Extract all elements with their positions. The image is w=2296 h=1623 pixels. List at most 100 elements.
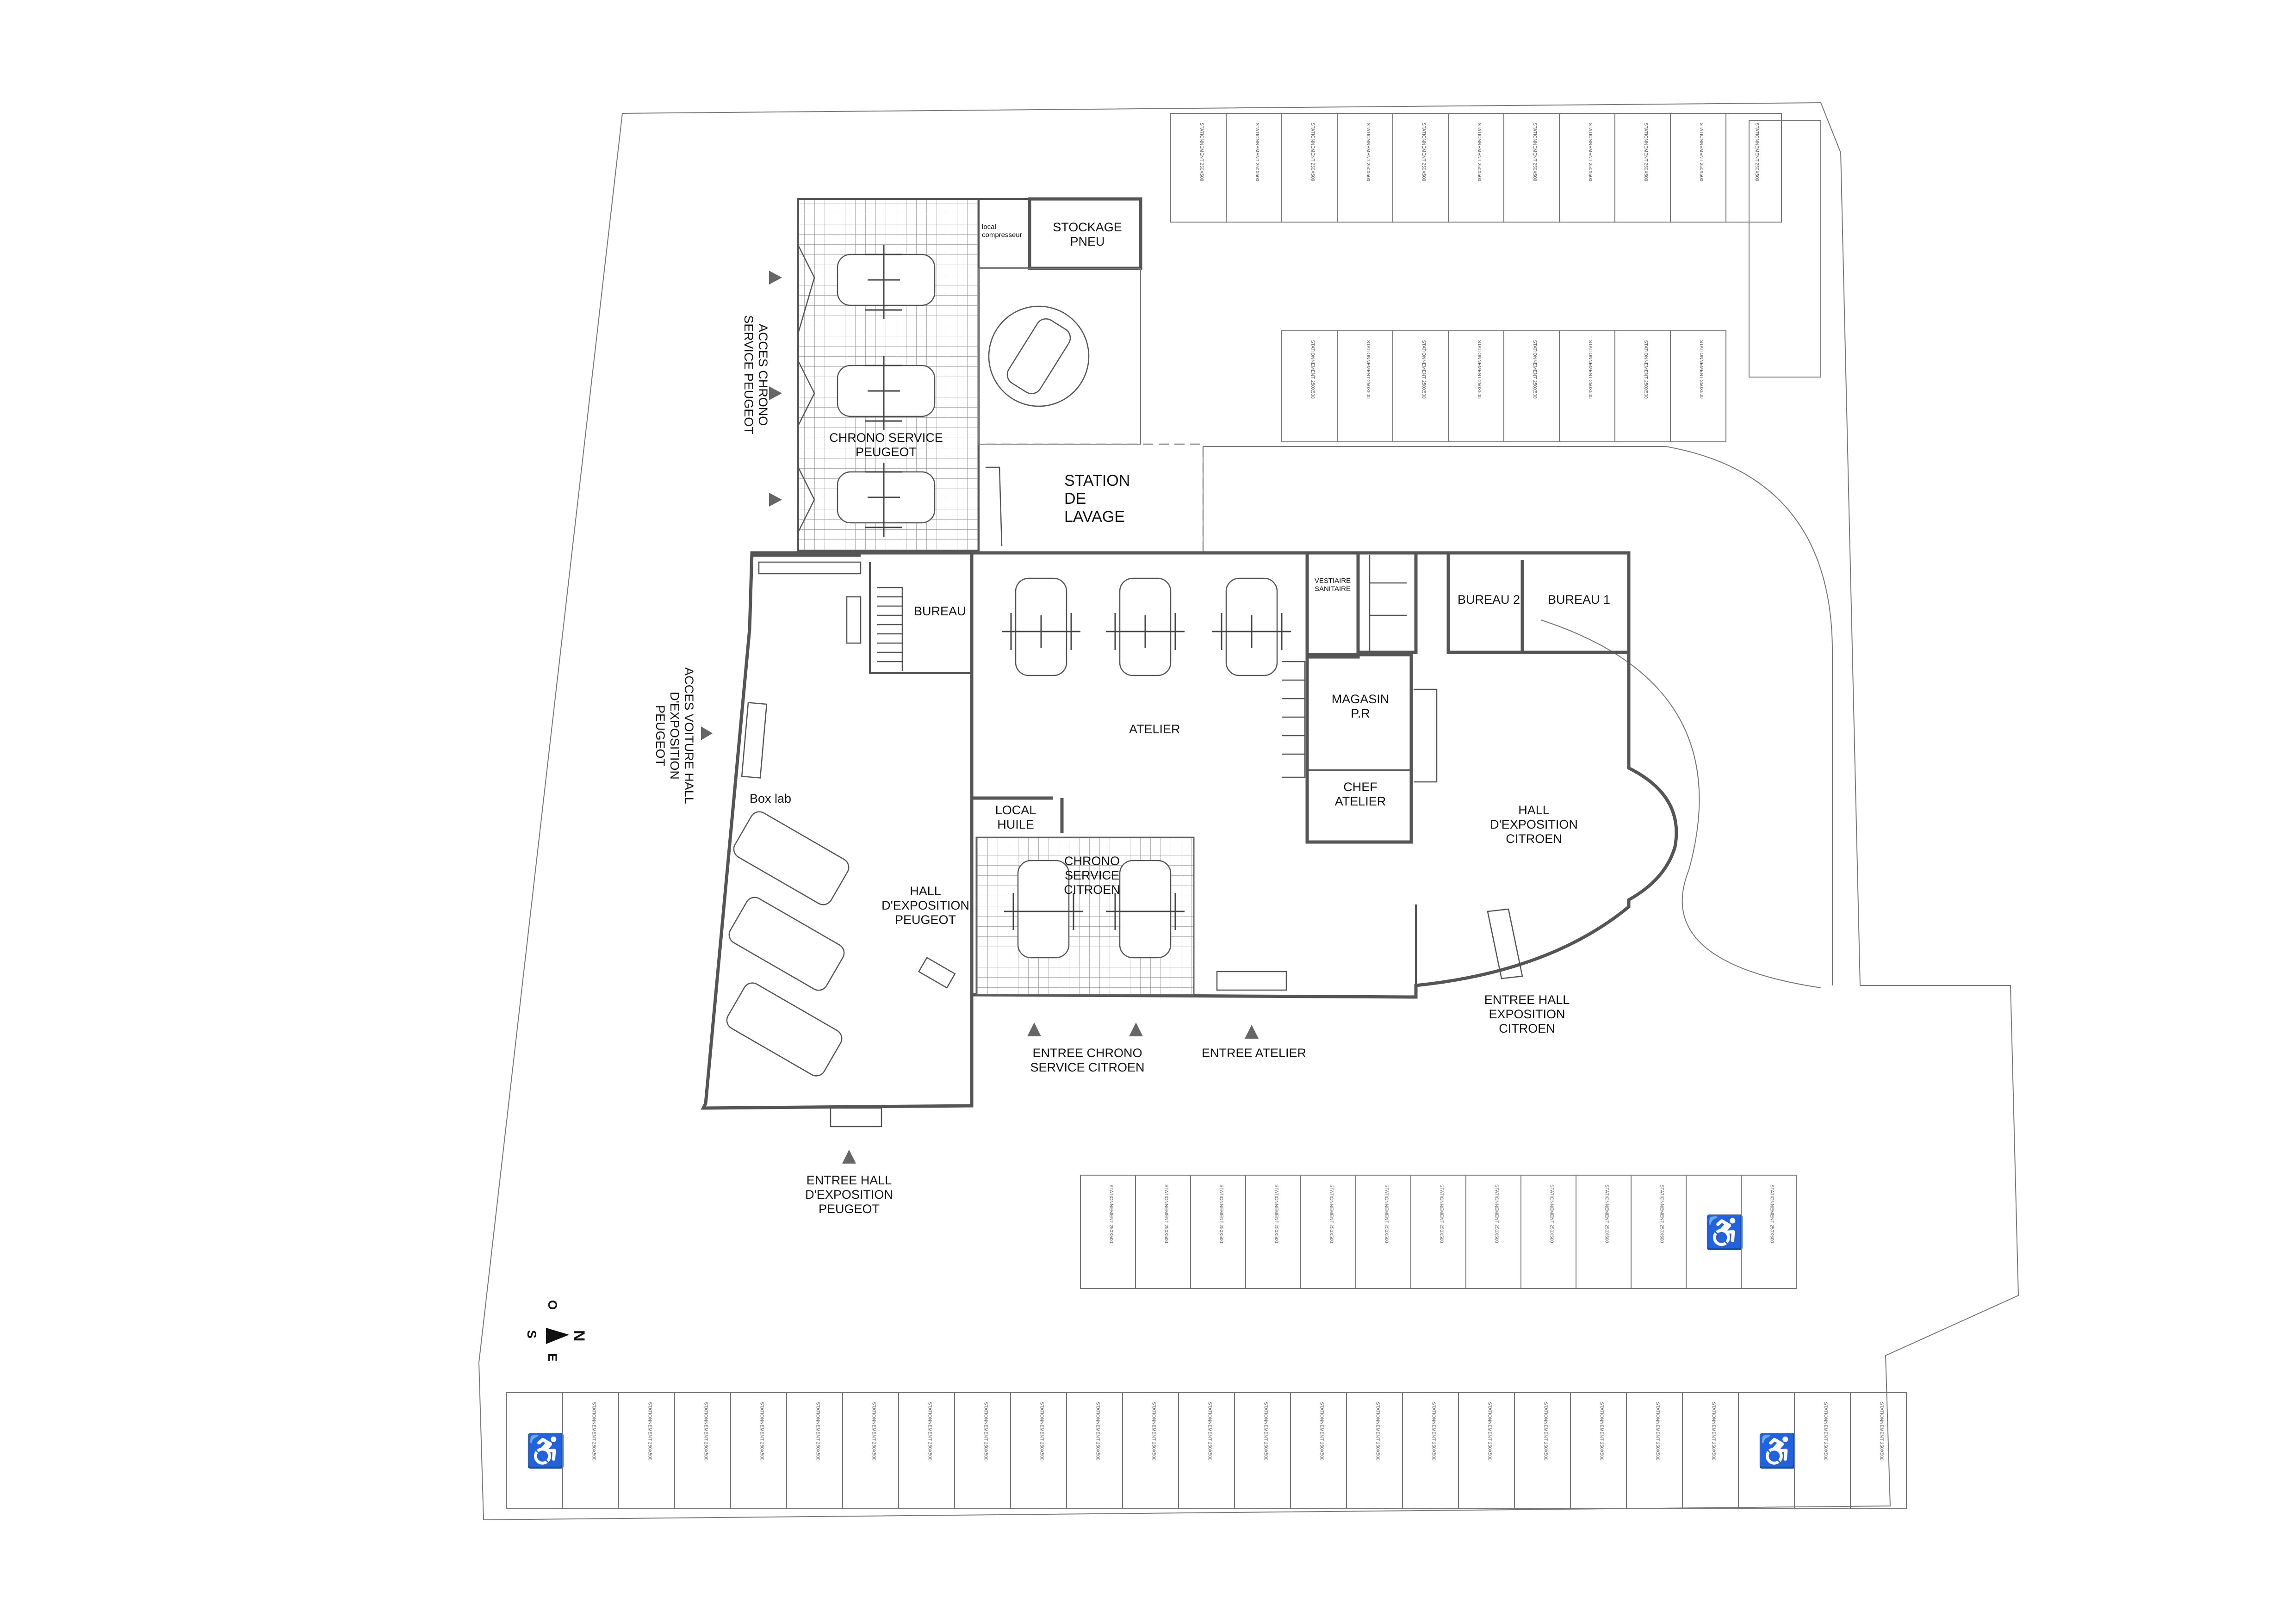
wheelchair-icon: ♿	[526, 1432, 566, 1469]
parking-stall-label: STATIONNEMENT 250X500	[1421, 340, 1426, 399]
parking-stall-label: STATIONNEMENT 250X500	[1039, 1402, 1044, 1461]
parking-area-side	[1749, 120, 1821, 378]
parking-stall-label: STATIONNEMENT 250X500	[1274, 1184, 1279, 1243]
parking-stall-label: STATIONNEMENT 250X500	[1588, 340, 1593, 399]
parking-stall-label: STATIONNEMENT 250X500	[1588, 123, 1593, 181]
parking-stall-label: STATIONNEMENT 250X500	[1823, 1402, 1828, 1461]
parking-stall	[1741, 1175, 1797, 1289]
parking-stall	[1503, 330, 1560, 442]
atelier-door-panel	[1216, 971, 1287, 991]
parking-stall	[1178, 1392, 1235, 1509]
parking-stall-label: STATIONNEMENT 250X500	[1263, 1402, 1268, 1461]
parking-stall-label: STATIONNEMENT 250X500	[1543, 1402, 1548, 1461]
vestiaire-walls	[1305, 551, 1418, 659]
parking-stall-label: STATIONNEMENT 250X500	[1599, 1402, 1604, 1461]
car-lift-peugeot-2	[837, 356, 936, 430]
compass-n: N	[570, 1330, 588, 1342]
parking-stall	[1234, 1392, 1291, 1509]
bureau-label: BUREAU	[914, 604, 966, 618]
parking-stall-label: STATIONNEMENT 250X500	[1711, 1402, 1716, 1461]
compass-o: O	[546, 1300, 559, 1310]
parking-stall-label: STATIONNEMENT 250X500	[1310, 123, 1315, 181]
entree-atelier-label: ENTREE ATELIER	[1202, 1046, 1306, 1060]
hall-peugeot-wall	[753, 553, 974, 995]
local-huile-walls	[972, 796, 1064, 833]
parking-stall	[1503, 113, 1560, 223]
station-lavage-door	[986, 466, 1003, 546]
parking-stall	[1626, 1392, 1683, 1509]
parking-stall	[786, 1392, 843, 1509]
entree-hall-peugeot-arrow	[842, 1150, 856, 1164]
parking-stall	[1010, 1392, 1067, 1509]
parking-stall	[1080, 1175, 1136, 1289]
parking-stall	[1448, 113, 1504, 223]
parking-stall-label: STATIONNEMENT 250X500	[1494, 1184, 1499, 1243]
parking-stall	[1281, 113, 1338, 223]
parking-stall	[1670, 330, 1726, 442]
parking-stall	[954, 1392, 1011, 1509]
parking-stall-label: STATIONNEMENT 250X500	[1754, 123, 1759, 181]
wheelchair-icon: ♿	[1757, 1432, 1798, 1469]
parking-stall	[1458, 1392, 1515, 1509]
parking-stall-label: STATIONNEMENT 250X500	[1699, 123, 1704, 181]
parking-row-top-1: STATIONNEMENT 250X500 STATIONNEMENT 250X5…	[1170, 113, 1782, 223]
parking-stall-label: STATIONNEMENT 250X500	[1319, 1402, 1324, 1461]
parking-stall	[1514, 1392, 1571, 1509]
bureau2-label: BUREAU 2	[1458, 593, 1520, 607]
acces-chrono-peugeot-arrows	[769, 271, 782, 507]
site-boundary	[478, 102, 2019, 1521]
parking-stall-label: STATIONNEMENT 250X500	[647, 1402, 652, 1461]
parking-stall-label: STATIONNEMENT 250X500	[1769, 1184, 1775, 1243]
parking-stall-label: STATIONNEMENT 250X500	[1254, 123, 1260, 181]
acces-chrono-peugeot-label: ACCES CHRONOSERVICE PEUGEOT	[742, 315, 770, 434]
parking-stall-label: STATIONNEMENT 250X500	[1095, 1402, 1100, 1461]
parking-stall-label: STATIONNEMENT 250X500	[1365, 340, 1371, 399]
parking-stall	[1559, 330, 1615, 442]
bureau-stair	[877, 587, 903, 671]
parking-stall	[1570, 1392, 1627, 1509]
hall-citroen-ramp	[1487, 908, 1523, 979]
wash-area	[978, 268, 1141, 445]
car-lift-atelier-2	[1106, 577, 1185, 676]
parking-stall-label: STATIONNEMENT 250X500	[1219, 1184, 1224, 1243]
parking-stall-label: STATIONNEMENT 250X500	[1604, 1184, 1609, 1243]
car-lift-atelier-3	[1212, 577, 1291, 676]
parking-stall-label: STATIONNEMENT 250X500	[1421, 123, 1426, 181]
parking-stall-label: STATIONNEMENT 250X500	[1477, 340, 1482, 399]
box-lab-door	[741, 702, 768, 779]
parking-stall	[1281, 330, 1338, 442]
parking-stall-label: STATIONNEMENT 250X500	[1431, 1402, 1436, 1461]
parking-row-top-2: STATIONNEMENT 250X500 STATIONNEMENT 250X5…	[1281, 330, 1726, 442]
parking-stall	[1402, 1392, 1459, 1509]
parking-stall-label: STATIONNEMENT 250X500	[815, 1402, 820, 1461]
stairs-right	[1282, 661, 1438, 783]
parking-stall-label: STATIONNEMENT 250X500	[1532, 340, 1537, 399]
parking-stall	[1682, 1392, 1739, 1509]
parking-stall-label: STATIONNEMENT 250X500	[1310, 340, 1315, 399]
parking-stall	[1355, 1175, 1411, 1289]
compass-s: S	[525, 1330, 539, 1338]
bureau-walls	[869, 562, 972, 674]
parking-stall	[1337, 113, 1393, 223]
magasin-walls	[1305, 653, 1413, 844]
parking-stall	[1346, 1392, 1403, 1509]
parking-stall-label: STATIONNEMENT 250X500	[1375, 1402, 1380, 1461]
wash-turntable	[988, 305, 1090, 407]
box-lab-label: Box lab	[750, 792, 791, 805]
showroom-cars-peugeot	[726, 811, 850, 1077]
parking-stall	[1170, 113, 1227, 223]
parking-stall-label: STATIONNEMENT 250X500	[1643, 123, 1648, 181]
parking-stall-label: STATIONNEMENT 250X500	[1365, 123, 1371, 181]
parking-stall-label: STATIONNEMENT 250X500	[1329, 1184, 1334, 1243]
parking-stall	[1392, 330, 1449, 442]
car-lift-peugeot-1	[837, 245, 936, 319]
parking-stall	[1631, 1175, 1687, 1289]
chrono-peugeot-doors	[797, 245, 815, 533]
